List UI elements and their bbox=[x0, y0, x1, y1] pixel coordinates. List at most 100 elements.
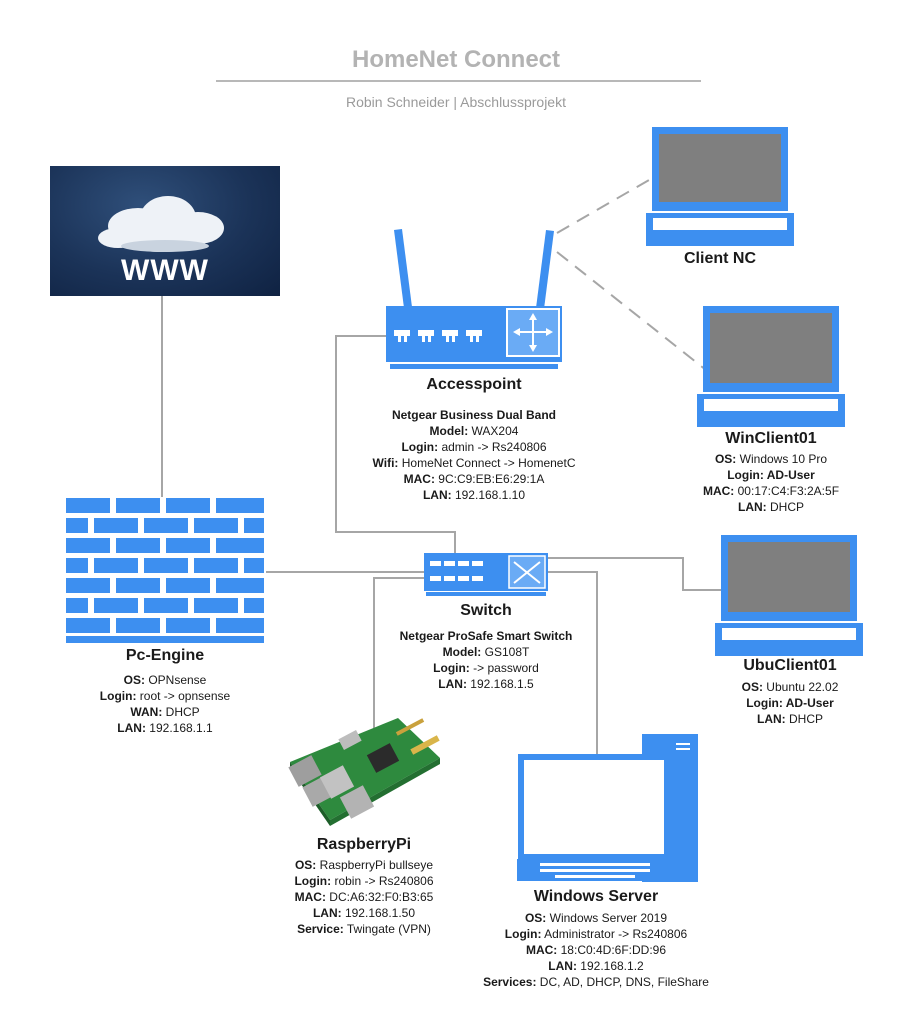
raspberry-info-value: DC:A6:32:F0:B3:65 bbox=[325, 890, 434, 904]
pcengine-info-line: LAN: 192.168.1.1 bbox=[65, 720, 265, 736]
raspberry-pi-icon bbox=[288, 718, 440, 826]
ubuclient-info-key: Login: bbox=[746, 696, 783, 710]
server-info-line: Services: DC, AD, DHCP, DNS, FileShare bbox=[460, 974, 732, 990]
server-info-key: LAN: bbox=[548, 959, 577, 973]
accesspoint-info-value: Netgear Business Dual Band bbox=[391, 408, 557, 422]
link-switch-raspberrypi bbox=[373, 577, 424, 728]
winclient-info-value: AD-User bbox=[763, 468, 815, 482]
pcengine-label: Pc-Engine bbox=[125, 647, 205, 664]
accesspoint-info-key: LAN: bbox=[422, 488, 452, 502]
raspberry-info-line: MAC: DC:A6:32:F0:B3:65 bbox=[264, 889, 464, 905]
server-info-key: Services: bbox=[483, 975, 537, 989]
client-nc-label: Client NC bbox=[684, 250, 756, 267]
accesspoint-info-value: admin -> Rs240806 bbox=[438, 440, 547, 454]
link-switch-ubuclient bbox=[548, 557, 721, 591]
server-info-key: MAC: bbox=[525, 943, 558, 957]
switch-info-key: Login: bbox=[433, 661, 470, 675]
link-switch-server bbox=[548, 571, 598, 757]
switch-info-value: Netgear ProSafe Smart Switch bbox=[399, 629, 573, 643]
switch-info-line: LAN: 192.168.1.5 bbox=[366, 676, 606, 692]
raspberry-info-key: MAC: bbox=[294, 890, 326, 904]
pcengine-info-key: Login: bbox=[99, 689, 137, 703]
raspberry-info-line: LAN: 192.168.1.50 bbox=[264, 905, 464, 921]
link-accesspoint-switch bbox=[335, 335, 456, 553]
pcengine-info-key: OS: bbox=[123, 673, 145, 687]
server-icon bbox=[517, 734, 698, 882]
accesspoint-info-line: Login: admin -> Rs240806 bbox=[334, 439, 614, 455]
raspberry-info-value: RaspberryPi bullseye bbox=[316, 858, 434, 872]
winclient-info-line: MAC: 00:17:C4:F3:2A:5F bbox=[671, 483, 871, 499]
winclient-info-value: DHCP bbox=[766, 500, 804, 514]
pcengine-info-line: OS: OPNsense bbox=[65, 672, 265, 688]
ubuclient-info-value: AD-User bbox=[782, 696, 834, 710]
ubuclient-info-line: Login: AD-User bbox=[690, 695, 890, 711]
wifi-link-winclient bbox=[556, 251, 707, 371]
ubuclient-info-line: LAN: DHCP bbox=[690, 711, 890, 727]
accesspoint-label: Accesspoint bbox=[426, 376, 522, 393]
switch-icon bbox=[424, 553, 548, 596]
winclient-info-line: OS: Windows 10 Pro bbox=[671, 451, 871, 467]
accesspoint-info-line: LAN: 192.168.1.10 bbox=[334, 487, 614, 503]
raspberry-info-value: robin -> Rs240806 bbox=[331, 874, 434, 888]
ubuclient-info-value: Ubuntu 22.02 bbox=[762, 680, 839, 694]
switch-label: Switch bbox=[460, 602, 512, 619]
laptop-icon-winclient bbox=[697, 306, 845, 427]
winclient-info-value: Windows 10 Pro bbox=[736, 452, 828, 466]
accesspoint-info-value: WAX204 bbox=[468, 424, 519, 438]
firewall-icon bbox=[65, 497, 265, 643]
pcengine-info-line: Login: root -> opnsense bbox=[65, 688, 265, 704]
raspberry-info-line: Service: Twingate (VPN) bbox=[264, 921, 464, 937]
ubuclient-info-key: LAN: bbox=[756, 712, 786, 726]
accesspoint-info-value: HomeNet Connect -> HomenetC bbox=[398, 456, 576, 470]
accesspoint-info-value: 9C:C9:EB:E6:29:1A bbox=[434, 472, 545, 486]
switch-info-line: Login: -> password bbox=[366, 660, 606, 676]
ubuclient-info-key: OS: bbox=[741, 680, 763, 694]
switch-info-line: Model: GS108T bbox=[366, 644, 606, 660]
cloud-icon bbox=[98, 196, 224, 252]
server-info-value: 192.168.1.2 bbox=[576, 959, 644, 973]
diagram-title: HomeNet Connect bbox=[351, 46, 561, 73]
internet-node: WWW bbox=[50, 166, 280, 296]
pcengine-info-value: DHCP bbox=[162, 705, 200, 719]
laptop-icon-client-nc bbox=[646, 127, 794, 246]
switch-info-key: LAN: bbox=[438, 677, 467, 691]
ubuclient-info-line: OS: Ubuntu 22.02 bbox=[690, 679, 890, 695]
winclient-info-key: MAC: bbox=[702, 484, 735, 498]
winclient-info-line: Login: AD-User bbox=[671, 467, 871, 483]
raspberry-info-value: Twingate (VPN) bbox=[343, 922, 431, 936]
server-info-line: OS: Windows Server 2019 bbox=[460, 910, 732, 926]
server-info-value: DC, AD, DHCP, DNS, FileShare bbox=[536, 975, 709, 989]
winclient-info-key: Login: bbox=[727, 468, 764, 482]
pcengine-info-key: LAN: bbox=[117, 721, 146, 735]
switch-info-value: 192.168.1.5 bbox=[466, 677, 534, 691]
server-info-key: OS: bbox=[524, 911, 547, 925]
ubuclient-info-value: DHCP bbox=[785, 712, 823, 726]
laptop-icon-ubuclient bbox=[715, 535, 863, 656]
switch-info-key: Model: bbox=[442, 645, 482, 659]
server-info-key: Login: bbox=[504, 927, 542, 941]
pcengine-info-value: 192.168.1.1 bbox=[145, 721, 213, 735]
raspberry-info-key: OS: bbox=[294, 858, 317, 872]
router-icon bbox=[386, 229, 562, 369]
diagram-subtitle: Robin Schneider | Abschlussprojekt bbox=[346, 94, 566, 110]
raspberry-info-line: OS: RaspberryPi bullseye bbox=[264, 857, 464, 873]
server-label: Windows Server bbox=[533, 888, 659, 905]
title-divider bbox=[216, 80, 701, 82]
pcengine-info-value: root -> opnsense bbox=[136, 689, 231, 703]
accesspoint-info-line: MAC: 9C:C9:EB:E6:29:1A bbox=[334, 471, 614, 487]
switch-info-line: Netgear ProSafe Smart Switch bbox=[366, 628, 606, 644]
server-info-value: 18:C0:4D:6F:DD:96 bbox=[557, 943, 667, 957]
raspberrypi-label: RaspberryPi bbox=[316, 836, 412, 853]
winclient-info-line: LAN: DHCP bbox=[671, 499, 871, 515]
raspberry-info-key: LAN: bbox=[312, 906, 342, 920]
accesspoint-info-key: Login: bbox=[401, 440, 439, 454]
raspberry-info-key: Login: bbox=[294, 874, 332, 888]
accesspoint-info-line: Wifi: HomeNet Connect -> HomenetC bbox=[334, 455, 614, 471]
raspberry-info-value: 192.168.1.50 bbox=[341, 906, 416, 920]
